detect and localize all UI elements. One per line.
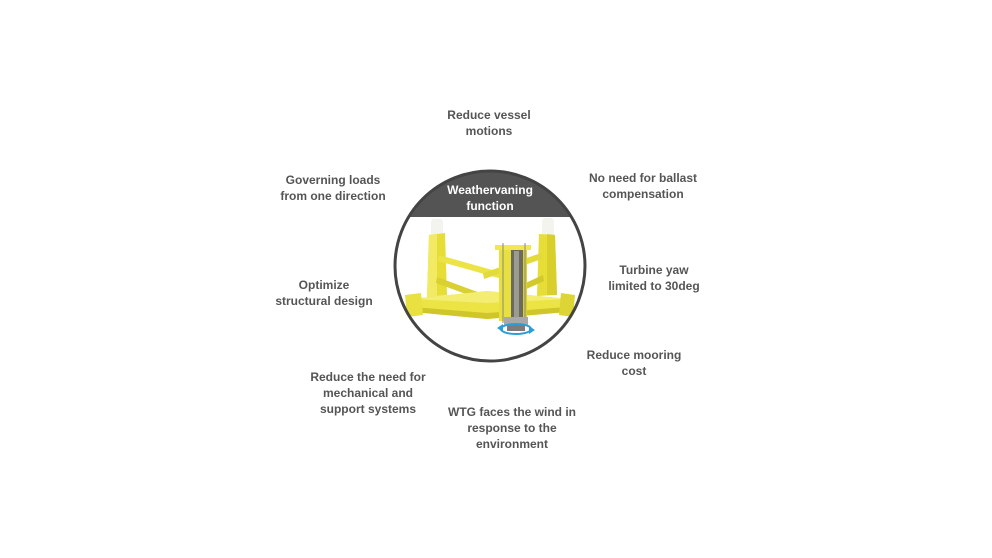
benefit-reduce-mechanical-systems: Reduce the need for mechanical and suppo… [310,370,426,416]
benefit-governing-loads: Governing loads from one direction [280,173,386,203]
rotation-arrow-icon [497,323,535,335]
floating-platform-illustration [405,218,575,331]
benefit-reduce-vessel-motions: Reduce vessel motions [447,108,531,138]
hub-title: Weathervaning function [447,183,533,213]
benefit-optimize-structural-design: Optimize structural design [275,278,373,308]
benefit-wtg-faces-wind: WTG faces the wind in response to the en… [447,405,577,451]
hub-graphic [393,169,587,363]
benefit-turbine-yaw: Turbine yaw limited to 30deg [608,263,700,293]
benefit-no-ballast-compensation: No need for ballast compensation [588,171,698,201]
benefit-reduce-mooring-cost: Reduce mooring cost [586,348,682,378]
hub-circle-outline [393,169,587,363]
weathervaning-hub: Weathervaning function [391,167,589,365]
